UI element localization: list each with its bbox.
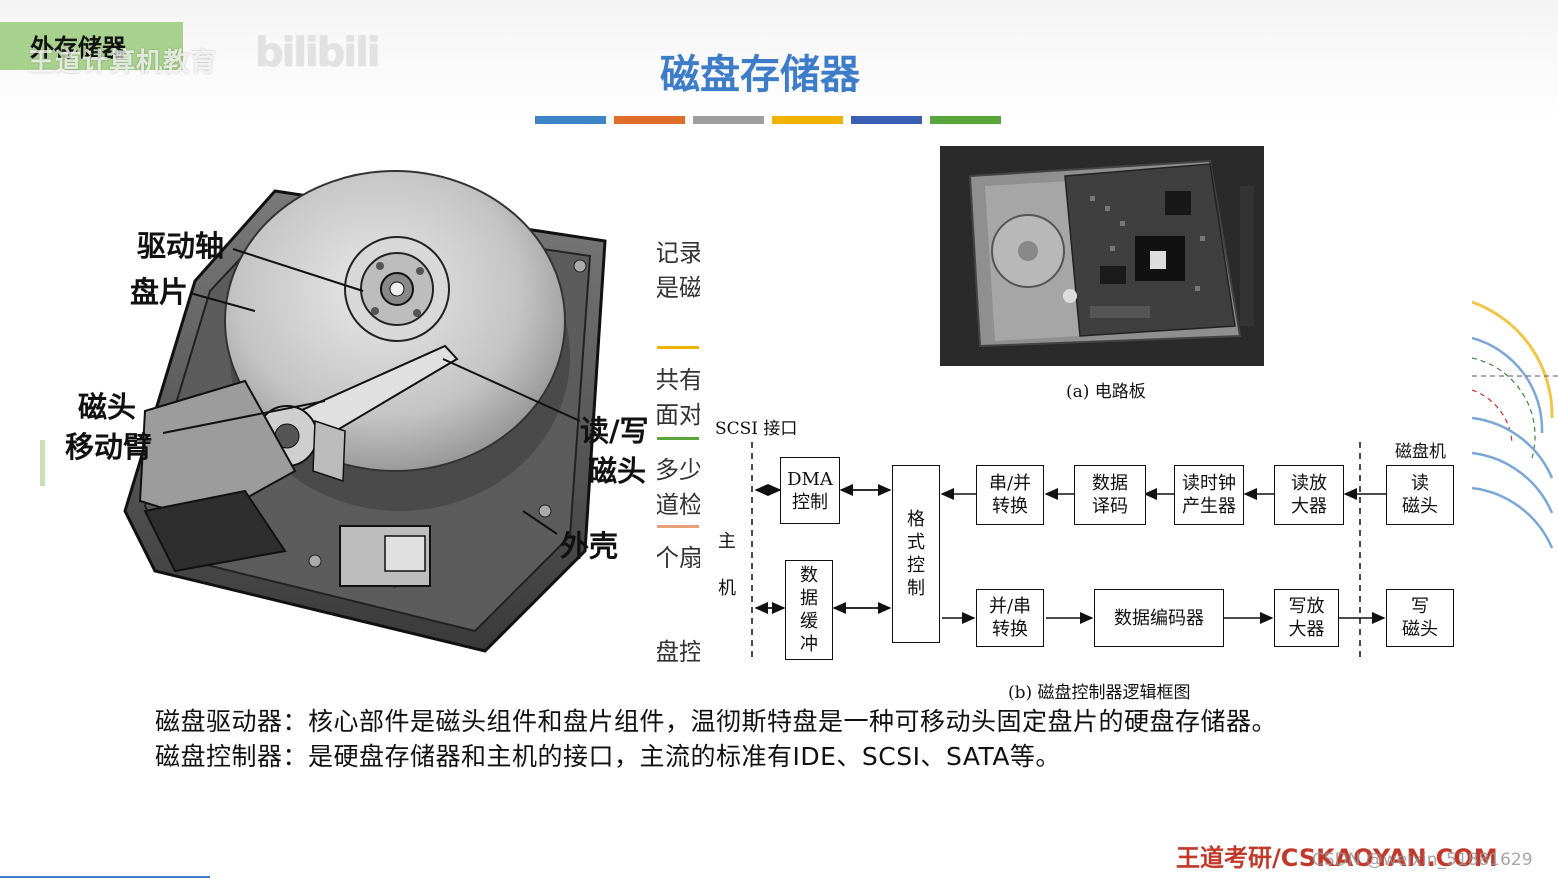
body-line-drive: 磁盘驱动器：核心部件是磁头组件和盘片组件，温彻斯特盘是一种可移动头固定盘片的硬盘… — [155, 707, 1278, 736]
write-amp-block: 写放 大器 — [1274, 589, 1339, 647]
circuit-board-photo — [940, 146, 1264, 366]
serial-parallel-block: 串/并 转换 — [976, 465, 1044, 525]
platter-arcs-decoration — [1472, 300, 1558, 549]
read-head-block: 读 磁头 — [1386, 465, 1454, 525]
accent-bar — [614, 116, 685, 124]
accent-bar — [930, 116, 1001, 124]
controller-caption: (b) 磁盘控制器逻辑框图 — [1008, 683, 1191, 703]
progress-line — [0, 876, 210, 878]
csdn-watermark: CSDN @weixin_51881629 — [1312, 850, 1533, 870]
label-platter: 盘片 — [130, 275, 189, 309]
accent-bar — [535, 116, 606, 124]
label-head-line1: 读/写 — [580, 414, 649, 448]
occluded-divider — [657, 525, 699, 528]
occluded-text: 个扇 — [655, 544, 703, 572]
accent-bar — [772, 116, 843, 124]
disk-drive-label: 磁盘机 — [1395, 442, 1446, 462]
occluded-text: 共有 — [655, 366, 703, 394]
accent-bar — [693, 116, 764, 124]
accent-bar — [851, 116, 922, 124]
occluded-divider — [657, 437, 699, 440]
read-clock-block: 读时钟 产生器 — [1174, 465, 1244, 525]
host-label-1: 主 — [718, 531, 736, 552]
occluded-text: 盘控 — [655, 638, 703, 666]
label-head-line2: 磁头 — [588, 454, 647, 488]
label-spindle: 驱动轴 — [137, 229, 225, 263]
parallel-serial-block: 并/串 转换 — [976, 589, 1044, 647]
occluded-tab — [40, 440, 46, 486]
hard-disk-illustration — [123, 170, 607, 653]
label-arm-line2: 移动臂 — [65, 430, 153, 464]
data-encoder-block: 数据编码器 — [1094, 589, 1224, 647]
occluded-text: 记录 — [655, 239, 703, 267]
circuit-caption: (a) 电路板 — [1066, 382, 1146, 402]
dma-control-block: DMA 控制 — [780, 457, 840, 524]
watermark-text: 王道计算机教育 — [28, 48, 218, 78]
occluded-text: 多少 — [655, 456, 703, 484]
occluded-text: 是磁 — [655, 274, 703, 302]
label-arm-line1: 磁头 — [78, 390, 137, 424]
occluded-divider — [657, 346, 699, 349]
header-band — [0, 0, 1558, 120]
scsi-interface-label: SCSI 接口 — [715, 419, 798, 439]
section-tag: 外存储器 — [0, 22, 183, 70]
write-head-block: 写 磁头 — [1386, 589, 1454, 647]
host-label-2: 机 — [718, 578, 736, 599]
data-buffer-block: 数 据 缓 冲 — [785, 560, 833, 660]
occluded-text: 道检 — [655, 491, 703, 519]
controller-diagram-lines — [751, 442, 1386, 662]
occluded-text: 面对 — [655, 401, 703, 429]
data-decode-block: 数据 译码 — [1074, 465, 1146, 525]
slide-title: 磁盘存储器 — [660, 52, 860, 98]
body-line-controller: 磁盘控制器：是硬盘存储器和主机的接口，主流的标准有IDE、SCSI、SATA等。 — [155, 742, 1061, 771]
footer-brand: 王道考研/CSKAOYAN.COM — [1176, 844, 1498, 872]
format-control-block: 格 式 控 制 — [892, 465, 940, 643]
hdd-figure-panel: 驱动轴 盘片 磁头 移动臂 读/写 磁头 外壳 — [45, 131, 657, 667]
label-shell: 外壳 — [560, 529, 619, 563]
read-amp-block: 读放 大器 — [1274, 465, 1344, 525]
bilibili-logo: bilibili — [255, 30, 381, 76]
